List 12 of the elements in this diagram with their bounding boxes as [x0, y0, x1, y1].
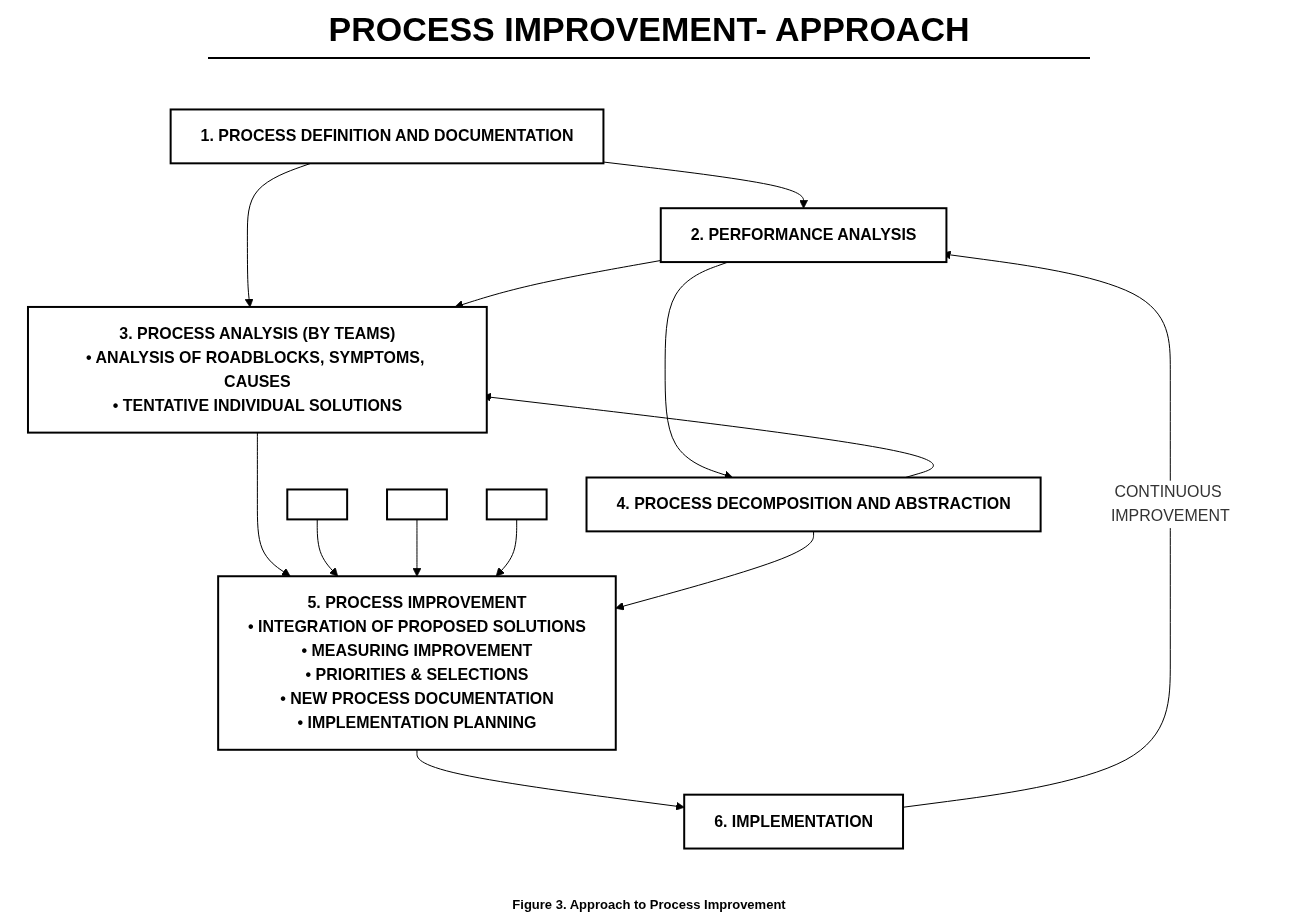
node-box — [485, 488, 548, 521]
figure-caption: Figure 3. Approach to Process Improvement — [512, 897, 786, 912]
node-box: 6. IMPLEMENTATION — [683, 793, 905, 850]
node-box: 4. PROCESS DECOMPOSITION AND ABSTRACTION — [585, 476, 1042, 533]
edge-label: CONTINUOUS IMPROVEMENT — [1110, 483, 1230, 525]
node-box — [386, 488, 448, 521]
node-box: 1. PROCESS DEFINITION AND DOCUMENTATION — [169, 108, 605, 165]
diagram-title: PROCESS IMPROVEMENT- APPROACH — [208, 10, 1090, 59]
node-box: 3. PROCESS ANALYSIS (BY TEAMS) • ANALYSIS OF ROADBLOCKS, SYMPTOMS, CAUSES • TENTATIVE INDIVIDUAL SOLUTIONS — [27, 305, 488, 434]
node-box — [286, 488, 349, 521]
node-box: 5. PROCESS IMPROVEMENT • INTEGRATION OF PROPOSED SOLUTIONS • MEASURING IMPROVEMENT • PRIORITIES & SELECTIONS • NEW PROCESS DOCUMENTATION • IMPLEMENTATION PLANNING — [217, 575, 617, 751]
node-box: 2. PERFORMANCE ANALYSIS — [659, 207, 948, 264]
